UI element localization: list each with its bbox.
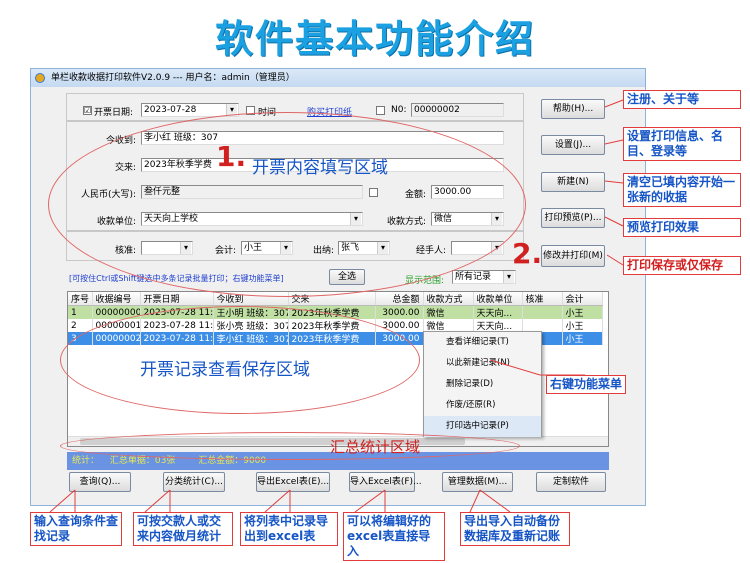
- cell: 微信: [423, 319, 474, 332]
- col-header[interactable]: 序号: [68, 292, 93, 306]
- manage-data-button[interactable]: 管理数据(M)...: [442, 472, 513, 492]
- range-select[interactable]: 所有记录: [452, 270, 516, 284]
- annotation-preview: 预览打印效果: [623, 218, 741, 237]
- annotation-ellipse-form: [48, 112, 526, 297]
- annotation-records-area: 开票记录查看保存区域: [140, 360, 310, 380]
- annotation-ellipse-stats: [60, 432, 520, 460]
- cell: 天天向...: [473, 319, 523, 332]
- col-header[interactable]: 总金额: [375, 292, 424, 306]
- cell: 小王: [562, 332, 603, 345]
- menu-new-from-record[interactable]: 以此新建记录(N): [446, 358, 510, 368]
- range-label: 显示范围:: [405, 276, 445, 286]
- annotation-stats-area: 汇总统计区域: [330, 438, 421, 456]
- window-title: 单栏收款收据打印软件V2.0.9 --- 用户名：admin（管理员）: [51, 73, 295, 83]
- cell: 00000000: [92, 305, 141, 319]
- page-title: 软件基本功能介绍: [214, 17, 535, 61]
- annotation-settings: 设置打印信息、名目、登录等: [623, 127, 741, 161]
- annotation-ellipse-records: [60, 306, 420, 414]
- stats-count: 汇总单据：03张: [109, 456, 176, 466]
- annotation-new: 清空已填内容开始一张新的收据: [623, 173, 741, 207]
- cell: 3000.00: [375, 305, 424, 319]
- cell: 微信: [423, 305, 474, 319]
- help-button[interactable]: 帮助(H)...: [541, 99, 605, 119]
- modify-print-button[interactable]: 修改并打印(M): [541, 245, 605, 267]
- stats-total: 汇总金额：9000: [198, 456, 267, 466]
- col-header[interactable]: 收款方式: [423, 292, 474, 306]
- annotation-print: 打印保存或仅保存: [623, 256, 741, 275]
- annotation-category: 可按交款人或交来内容做月统计: [133, 512, 233, 546]
- annotation-number-1: 1.: [216, 140, 247, 173]
- date-picker[interactable]: 2023-07-28: [141, 103, 239, 117]
- print-preview-button[interactable]: 打印预览(P)...: [541, 208, 605, 228]
- annotation-query: 输入查询条件查找记录: [30, 512, 122, 546]
- date-checkbox[interactable]: ☑: [83, 106, 92, 115]
- cell: [522, 319, 563, 332]
- context-menu: 查看详细记录(T) 以此新建记录(N) 删除记录(D) 作废/还原(R) 打印选…: [423, 331, 542, 437]
- menu-void-restore[interactable]: 作废/还原(R): [446, 400, 496, 410]
- menu-print-selected[interactable]: 打印选中记录(P): [424, 416, 541, 437]
- col-header[interactable]: 开票日期: [140, 292, 214, 306]
- date-label: 开票日期:: [94, 108, 134, 118]
- title-bar: 单栏收款收据打印软件V2.0.9 --- 用户名：admin（管理员）: [31, 69, 645, 87]
- stats-label: 统计：: [72, 456, 100, 466]
- annotation-help: 注册、关于等: [623, 90, 741, 109]
- no-checkbox[interactable]: [376, 106, 385, 115]
- cell: 小王: [562, 305, 603, 319]
- annotation-context-menu: 右键功能菜单: [546, 375, 627, 394]
- annotation-number-2: 2.: [512, 237, 543, 270]
- table-header: 序号 收据编号 开票日期 今收到 交来 总金额 收款方式 收款单位 核准 会计: [68, 292, 603, 306]
- annotation-import: 可以将编辑好的excel表直接导入: [343, 512, 445, 561]
- annotation-form-area: 开票内容填写区域: [252, 158, 388, 178]
- menu-view-detail[interactable]: 查看详细记录(T): [446, 337, 509, 347]
- app-icon: [35, 73, 45, 83]
- export-excel-button[interactable]: 导出Excel表(E)...: [256, 472, 330, 492]
- query-button[interactable]: 查询(Q)...: [69, 472, 131, 492]
- col-header[interactable]: 收据编号: [92, 292, 141, 306]
- custom-software-button[interactable]: 定制软件: [536, 472, 606, 492]
- col-header[interactable]: 收款单位: [473, 292, 523, 306]
- import-excel-button[interactable]: 导入Excel表(F)...: [349, 472, 422, 492]
- no-field[interactable]: 00000002: [411, 103, 504, 117]
- col-header[interactable]: 会计: [562, 292, 603, 306]
- cell: 天天向...: [473, 305, 523, 319]
- cell: 小王: [562, 319, 603, 332]
- col-header[interactable]: 核准: [522, 292, 563, 306]
- no-label: N0:: [391, 105, 407, 115]
- cell: 1: [68, 305, 93, 319]
- settings-button[interactable]: 设置(J)...: [541, 135, 605, 155]
- category-stats-button[interactable]: 分类统计(C)...: [163, 472, 225, 492]
- annotation-manage: 导出导入自动备份数据库及重新记账: [460, 512, 570, 546]
- cell: 2: [68, 319, 93, 332]
- new-button[interactable]: 新建(N): [541, 172, 605, 192]
- menu-delete-record[interactable]: 删除记录(D): [446, 379, 494, 389]
- annotation-export: 将列表中记录导出到excel表: [240, 512, 338, 546]
- cell: [522, 305, 563, 319]
